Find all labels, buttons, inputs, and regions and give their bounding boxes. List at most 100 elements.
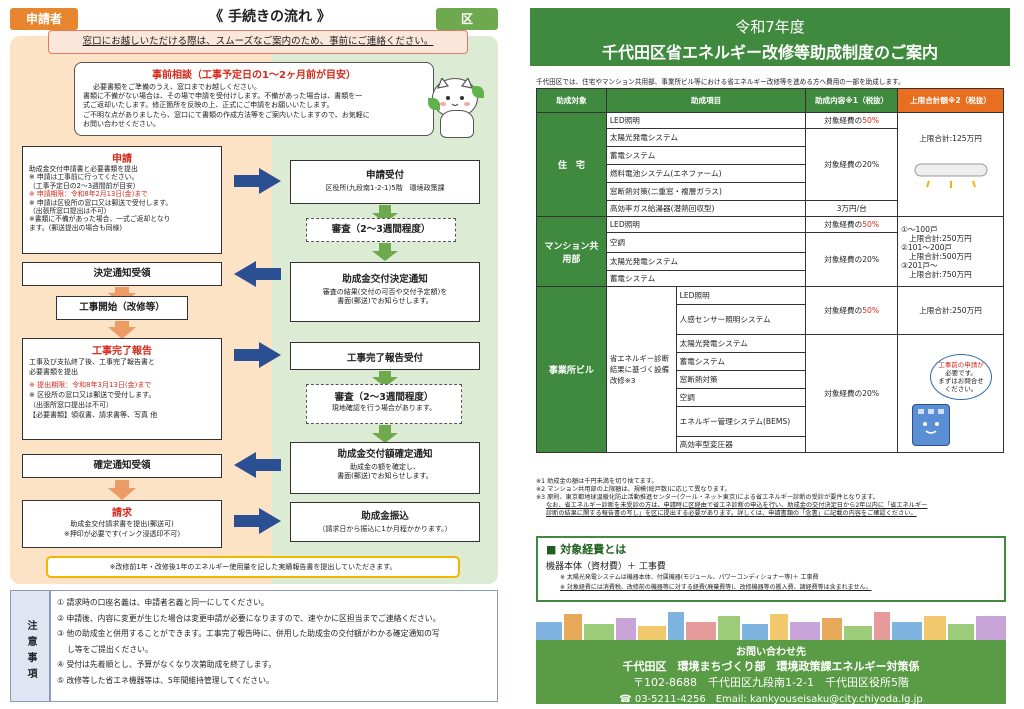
mansion-limit-line: ①～100戸 [901, 224, 938, 234]
eligible-cost-note: ※ 太陽光発電システムは機器本体、付属機器(モジュール、パワーコンディショナー等… [560, 574, 819, 581]
down-arrow-icon [372, 433, 398, 443]
footnote: ※2 マンション共用部の上限額は、規模(総戸数)に応じて異なります。 [536, 485, 731, 493]
consult-title: 事前相談（工事予定日の1～2ヶ月前が目安） [152, 70, 356, 81]
consult-line: 書類に不備がない場合は、その場で申請を受付けします。不備があった場合は、書類を一 [83, 92, 363, 101]
consult-line: ご不明な点がありましたら、窓口にて書類の作成方法等をご案内いたしますので、お気軽… [83, 110, 370, 119]
item-cell: 蓄電システム [675, 352, 807, 371]
rate-cell: 対象経費の20% [805, 128, 899, 201]
apply-deadline: ※ 申請期限：令和8年2月13日(金)まで [29, 190, 148, 199]
intro-text: 千代田区では、住宅やマンション共用部、事業所ビル等における省エネルギー改修等を進… [536, 78, 905, 86]
item-cell: 燃料電池システム(エネファーム) [605, 164, 807, 183]
right-arrow-icon [259, 168, 281, 194]
completion-line: （出張所窓口提出は不可） [29, 401, 113, 409]
ward-decision-line: 書面(郵送)でお知らせします。 [337, 297, 433, 305]
ward-decision-box: 助成金交付決定通知 審査の結果(交付の可否や交付予定額)を 書面(郵送)でお知ら… [290, 262, 480, 322]
ward-accept-body: 区役所(九段南1-2-1)5階 環境政策課 [325, 184, 445, 192]
ward-transfer-title: 助成金振込 [361, 511, 409, 522]
item-cell: エネルギー管理システム(BEMS) [675, 406, 807, 437]
right-arrow-icon [259, 508, 281, 534]
flow-title: 《 手続きの流れ 》 [209, 9, 331, 25]
notes-list: ① 請求時の口座名義は、申請者名義と同一にしてください。 ② 申請後、内容に変更… [50, 590, 498, 702]
notes-label: 注意事項 [10, 590, 50, 702]
mansion-limit-line: ②101～200戸 [901, 242, 953, 252]
note-item: ③ 他の助成金と併用することができます。工事完了報告時に、併用した助成金の交付額… [57, 629, 440, 639]
office-group: 省エネルギー診断結果に基づく設備改修※3 [605, 286, 677, 453]
down-arrow-icon [379, 371, 391, 377]
rate-cell: 対象経費の20% [805, 232, 899, 287]
mansion-limits: ①～100戸 上限合計:250万円 ②101～200戸 上限合計:500万円 ③… [897, 216, 1004, 287]
apply-line: ※ 申請は区役所の窓口又は郵送で受付します。 [29, 198, 173, 207]
completion-line: ※ 区役所の窓口又は郵送で受付します。 [29, 391, 156, 399]
speech-balloon: 工事前の申請が 必要です。 まずはお問合せ ください。 [930, 354, 992, 400]
item-cell: 窓断熱対策(二重窓・複層ガラス) [605, 182, 807, 201]
item-cell: 空調 [675, 388, 807, 407]
claim-line: 助成金交付請求書を提出(郵送可) [70, 520, 174, 528]
col-header: 上限合計額※2（税抜） [897, 88, 1004, 113]
down-arrow-icon [372, 377, 398, 387]
mansion-limit-line: ③201戸～ [901, 260, 938, 270]
claim-box: 請求 助成金交付請求書を提出(郵送可) ※押印が必要です(インク浸透印不可) [22, 500, 222, 548]
building-mascot-icon [912, 404, 950, 446]
eligible-cost-note: ※ 対象経費には消費税、改修前の機器等に対する経費(廃棄費等)、改修機器等の搬入… [560, 583, 872, 591]
item-cell: LED照明 [675, 286, 807, 305]
eligible-cost-title: ■ 対象経費とは [546, 543, 627, 556]
footnote: ※1 助成金の額は千円未満を切り捨てます。 [536, 478, 658, 485]
decision-receipt-box: 決定通知受領 [22, 262, 222, 286]
item-cell: 人感センサー照明システム [675, 304, 807, 335]
note-item: ① 請求時の口座名義は、申請者名義と同一にしてください。 [57, 598, 269, 607]
claim-title: 請求 [112, 508, 132, 519]
down-arrow-icon [115, 480, 129, 488]
left-arrow-icon [255, 268, 281, 280]
subsidy-table: 助成対象 助成項目 助成内容※1（税抜） 上限合計額※2（税抜） 住 宅 LED… [536, 88, 1004, 453]
col-header: 助成項目 [605, 88, 807, 113]
leaf-icon [428, 98, 440, 110]
ward-transfer-box: 助成金振込 （請求日から振込に1か月程かかります。） [290, 502, 480, 542]
col-header: 助成対象 [536, 88, 607, 113]
completion-line: 必要書類を提出 [29, 368, 78, 376]
apply-line: （出張所窓口提出は不可） [29, 207, 111, 216]
category-mansion: マンション共用部 [536, 216, 607, 287]
item-cell: LED照明 [605, 112, 807, 129]
eligible-cost-box: ■ 対象経費とは 機器本体（資材費）＋ 工事費 ※ 太陽光発電システムは機器本体… [536, 536, 1006, 602]
footnote: 診断の結果に関する報告書の写し」を区に提出する必要があります。詳しくは、申請書類… [546, 509, 917, 517]
guide-title: 千代田区省エネルギー改修等助成制度のご案内 [601, 43, 938, 62]
ward-decision-line: 審査の結果(交付の可否や交付予定額)を [322, 288, 448, 296]
guide-header: 令和7年度 千代田区省エネルギー改修等助成制度のご案内 [530, 8, 1010, 66]
cityscape-illustration [536, 612, 1006, 640]
item-cell: 太陽光発電システム [605, 128, 807, 147]
contact-box: お問い合わせ先 千代田区 環境まちづくり部 環境政策課エネルギー対策係 〒102… [536, 640, 1006, 705]
right-arrow-icon [259, 342, 281, 368]
consult-line: お問い合わせください。 [83, 119, 160, 128]
right-arrow-icon [234, 175, 260, 187]
footnote: ※3 原則、東京都地球温暖化防止活動推進センター(クール・ネット東京)による省エ… [536, 493, 879, 501]
eligible-cost-formula: 機器本体（資材費）＋ 工事費 [546, 562, 666, 572]
item-cell: 蓄電システム [605, 270, 807, 287]
contact-tel-email[interactable]: ☎ 03-5211-4256 Email: kankyouseisaku@cit… [619, 694, 923, 705]
down-arrow-icon [379, 243, 391, 251]
mansion-limit-line: 上限合計:500万円 [909, 251, 972, 261]
contact-address: 〒102-8688 千代田区九段南1-2-1 千代田区役所5階 [633, 676, 909, 689]
item-cell: 空調 [605, 232, 807, 253]
category-home: 住 宅 [536, 112, 607, 217]
item-cell: 蓄電システム [605, 146, 807, 165]
right-arrow-icon [234, 515, 260, 527]
contact-dept: 千代田区 環境まちづくり部 環境政策課エネルギー対策係 [622, 660, 920, 673]
balloon-line: まずはお問合せ [938, 377, 984, 385]
balloon-line: ください。 [944, 385, 978, 393]
left-arrow-icon [234, 452, 256, 478]
report-note: ※改修前1年・改修後1年のエネルギー使用量を記した実績報告書を提出していただきま… [46, 556, 460, 578]
ward-review-2: 審査（2～3週間程度） 現地確認を行う場合があります。 [306, 384, 462, 424]
category-office: 事業所ビル [536, 286, 607, 453]
rate-cell: 対象経費の50% [805, 216, 899, 233]
ward-confirm-title: 助成金交付額確定通知 [337, 449, 433, 460]
footnote: なお、省エネルギー診断を未受診の方は、申請時に区経由で省エネ診断の申込を行い、助… [546, 501, 928, 509]
office-limit: 上限合計:250万円 [897, 286, 1004, 335]
fiscal-year: 令和7年度 [735, 18, 805, 36]
ward-accept-title: 申請受付 [365, 170, 404, 181]
rate-cell: 対象経費の20% [805, 334, 899, 453]
led-light-icon [914, 163, 988, 188]
left-arrow-icon [255, 459, 281, 471]
down-arrow-icon [115, 321, 129, 327]
consult-line: 必要書類をご準備のうえ、窓口までお越しください。 [93, 83, 261, 91]
balloon-line: 必要です。 [945, 369, 977, 377]
